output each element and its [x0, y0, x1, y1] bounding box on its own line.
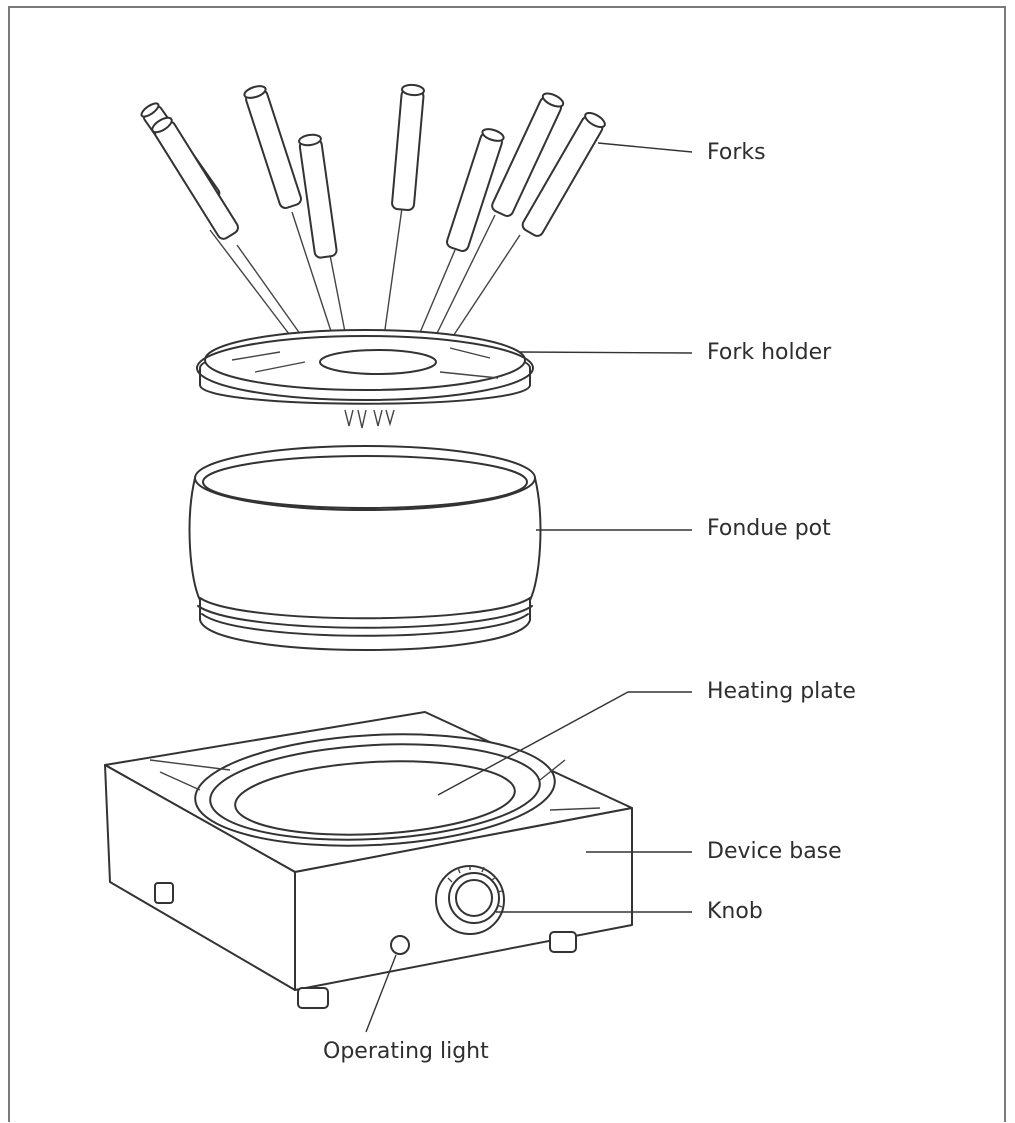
label-forks: Forks [707, 140, 766, 165]
device-base-drawing [104, 711, 633, 1009]
label-operating-light: Operating light [323, 1039, 489, 1064]
label-device-base: Device base [707, 839, 842, 864]
leader-heating-plate [437, 691, 692, 796]
leader-fork-holder [519, 351, 693, 354]
fondue-pot-drawing [188, 445, 542, 651]
label-fork-holder: Fork holder [707, 340, 832, 365]
label-heating-plate: Heating plate [707, 679, 856, 704]
fork-holder-drawing [196, 329, 534, 429]
label-knob: Knob [707, 899, 763, 924]
label-fondue-pot: Fondue pot [707, 516, 831, 541]
leader-lines [365, 142, 693, 1033]
leader-operating-light [365, 954, 397, 1033]
diagram-frame [8, 6, 1006, 1122]
forks-drawing [140, 83, 606, 369]
leader-forks [597, 142, 693, 153]
